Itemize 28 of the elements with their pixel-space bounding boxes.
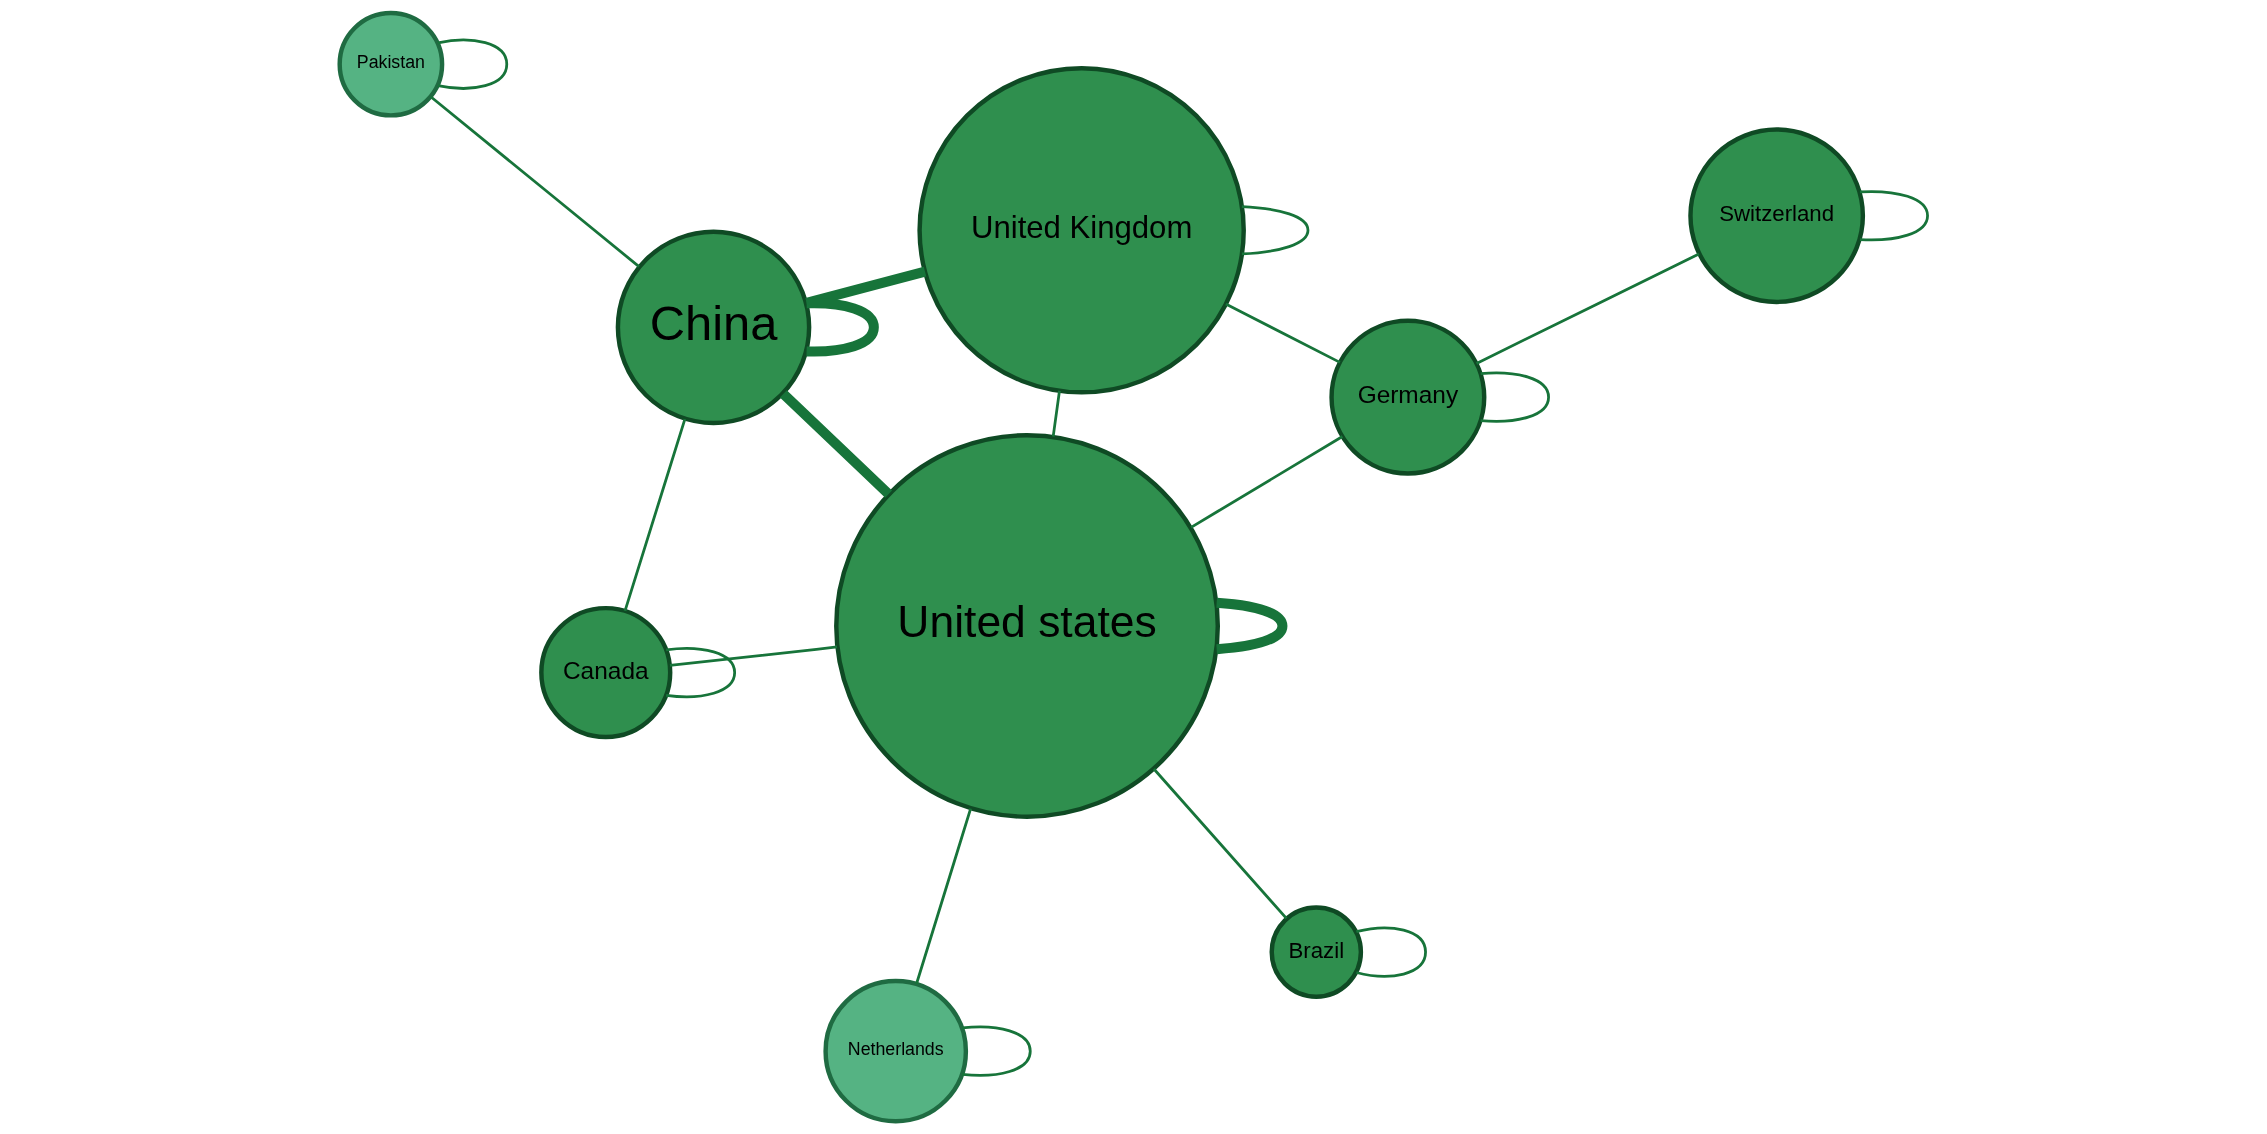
connector (1216, 597, 1288, 655)
connector (437, 38, 509, 90)
connector (429, 95, 640, 268)
connector (665, 647, 737, 699)
connector (1225, 302, 1341, 364)
node-circle: Brazil (1269, 905, 1364, 999)
connector (669, 645, 838, 667)
node-circle: China (615, 229, 812, 426)
node-circle: Germany (1329, 318, 1487, 476)
connector (1051, 390, 1061, 437)
connector (1190, 435, 1344, 529)
node-circle: Netherlands (823, 978, 969, 1124)
node-circle: Pakistan (337, 10, 445, 118)
connector (806, 298, 879, 357)
connector (1241, 205, 1310, 256)
connector (915, 808, 972, 985)
node-circle: United Kingdom (917, 65, 1246, 395)
connector (779, 390, 893, 498)
connector (1152, 768, 1288, 920)
node-circle: United states (834, 432, 1220, 819)
connector (1475, 252, 1700, 365)
connector (1356, 926, 1427, 978)
connector (623, 418, 687, 612)
node-circle: Switzerland (1688, 127, 1866, 305)
connector (962, 1025, 1032, 1077)
connector (1480, 371, 1550, 423)
connector (1860, 190, 1929, 242)
node-circle: Canada (539, 605, 673, 740)
